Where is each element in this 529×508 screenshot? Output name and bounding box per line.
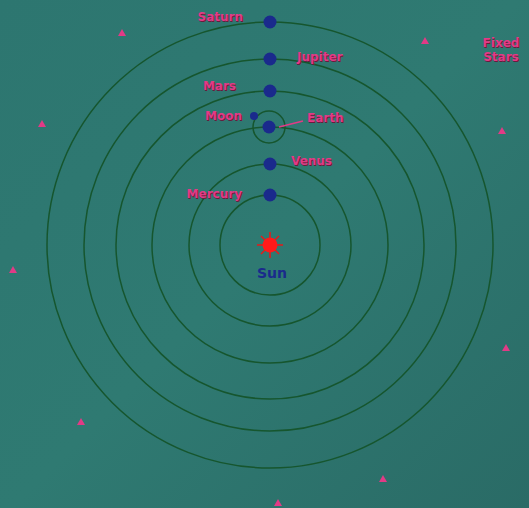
leader-line: [279, 121, 303, 127]
planet-label: Mars: [203, 79, 236, 93]
planet-label: Saturn: [198, 10, 243, 24]
planet-label: Mercury: [187, 187, 242, 201]
sun-label: Sun: [257, 266, 287, 280]
planet-label: Venus: [291, 154, 332, 168]
planet-label: Earth: [307, 111, 344, 125]
fixed-stars-label: Fixed Stars: [476, 36, 526, 64]
sun-symbol: [257, 232, 283, 258]
orbits: [47, 22, 493, 468]
planet-label: Jupiter: [297, 50, 343, 64]
fixed-stars: [9, 29, 510, 506]
moon-label: Moon: [205, 109, 242, 123]
planets: [250, 16, 277, 202]
